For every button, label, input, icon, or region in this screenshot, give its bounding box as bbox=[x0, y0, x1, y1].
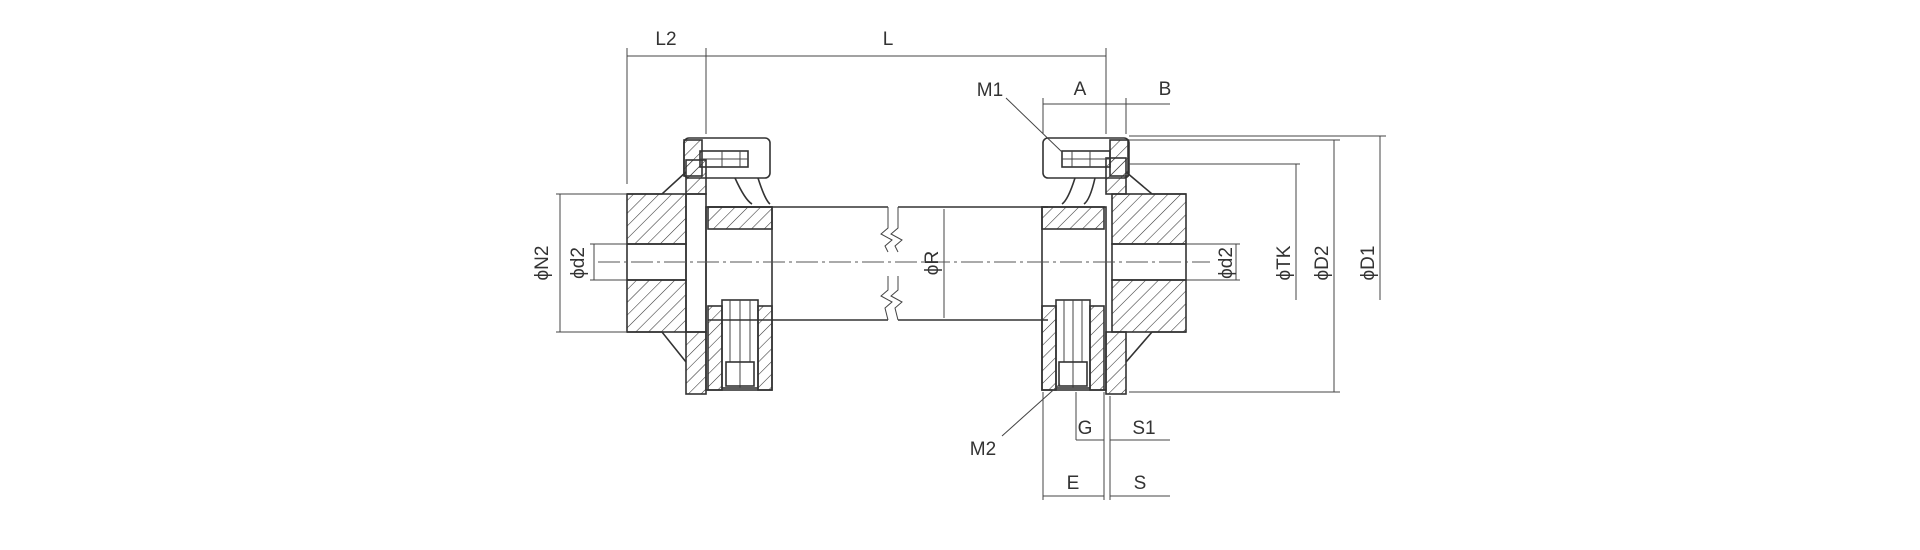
label-b: B bbox=[1159, 79, 1172, 100]
spacer-tube bbox=[708, 206, 1048, 321]
left-hub bbox=[626, 159, 707, 395]
label-e: E bbox=[1067, 473, 1080, 494]
label-r: ϕR bbox=[922, 251, 943, 275]
label-d2-outer: ϕD2 bbox=[1312, 246, 1333, 281]
dimension-lines bbox=[556, 48, 1386, 500]
label-m1: M1 bbox=[977, 80, 1003, 101]
label-l: L bbox=[883, 29, 894, 50]
label-n2: ϕN2 bbox=[532, 246, 553, 281]
right-clamp-ring-top bbox=[1042, 137, 1130, 205]
label-a: A bbox=[1074, 79, 1087, 100]
label-l2: L2 bbox=[655, 29, 676, 50]
label-d1: ϕD1 bbox=[1358, 246, 1379, 281]
left-sleeve bbox=[705, 206, 773, 391]
label-s: S bbox=[1134, 473, 1147, 494]
label-tk: ϕTK bbox=[1274, 245, 1295, 280]
label-s1: S1 bbox=[1132, 418, 1155, 439]
label-g: G bbox=[1078, 418, 1093, 439]
left-clamp-ring-top bbox=[683, 137, 771, 205]
label-d2-left: ϕd2 bbox=[568, 247, 589, 279]
dimension-labels: L2 L A B M1 M2 G S1 E S ϕN2 ϕd2 ϕR ϕd2 ϕ… bbox=[532, 29, 1379, 494]
right-hub bbox=[1105, 157, 1187, 395]
label-m2: M2 bbox=[970, 439, 996, 460]
right-sleeve bbox=[1041, 206, 1107, 391]
label-d2-right: ϕd2 bbox=[1216, 247, 1237, 279]
